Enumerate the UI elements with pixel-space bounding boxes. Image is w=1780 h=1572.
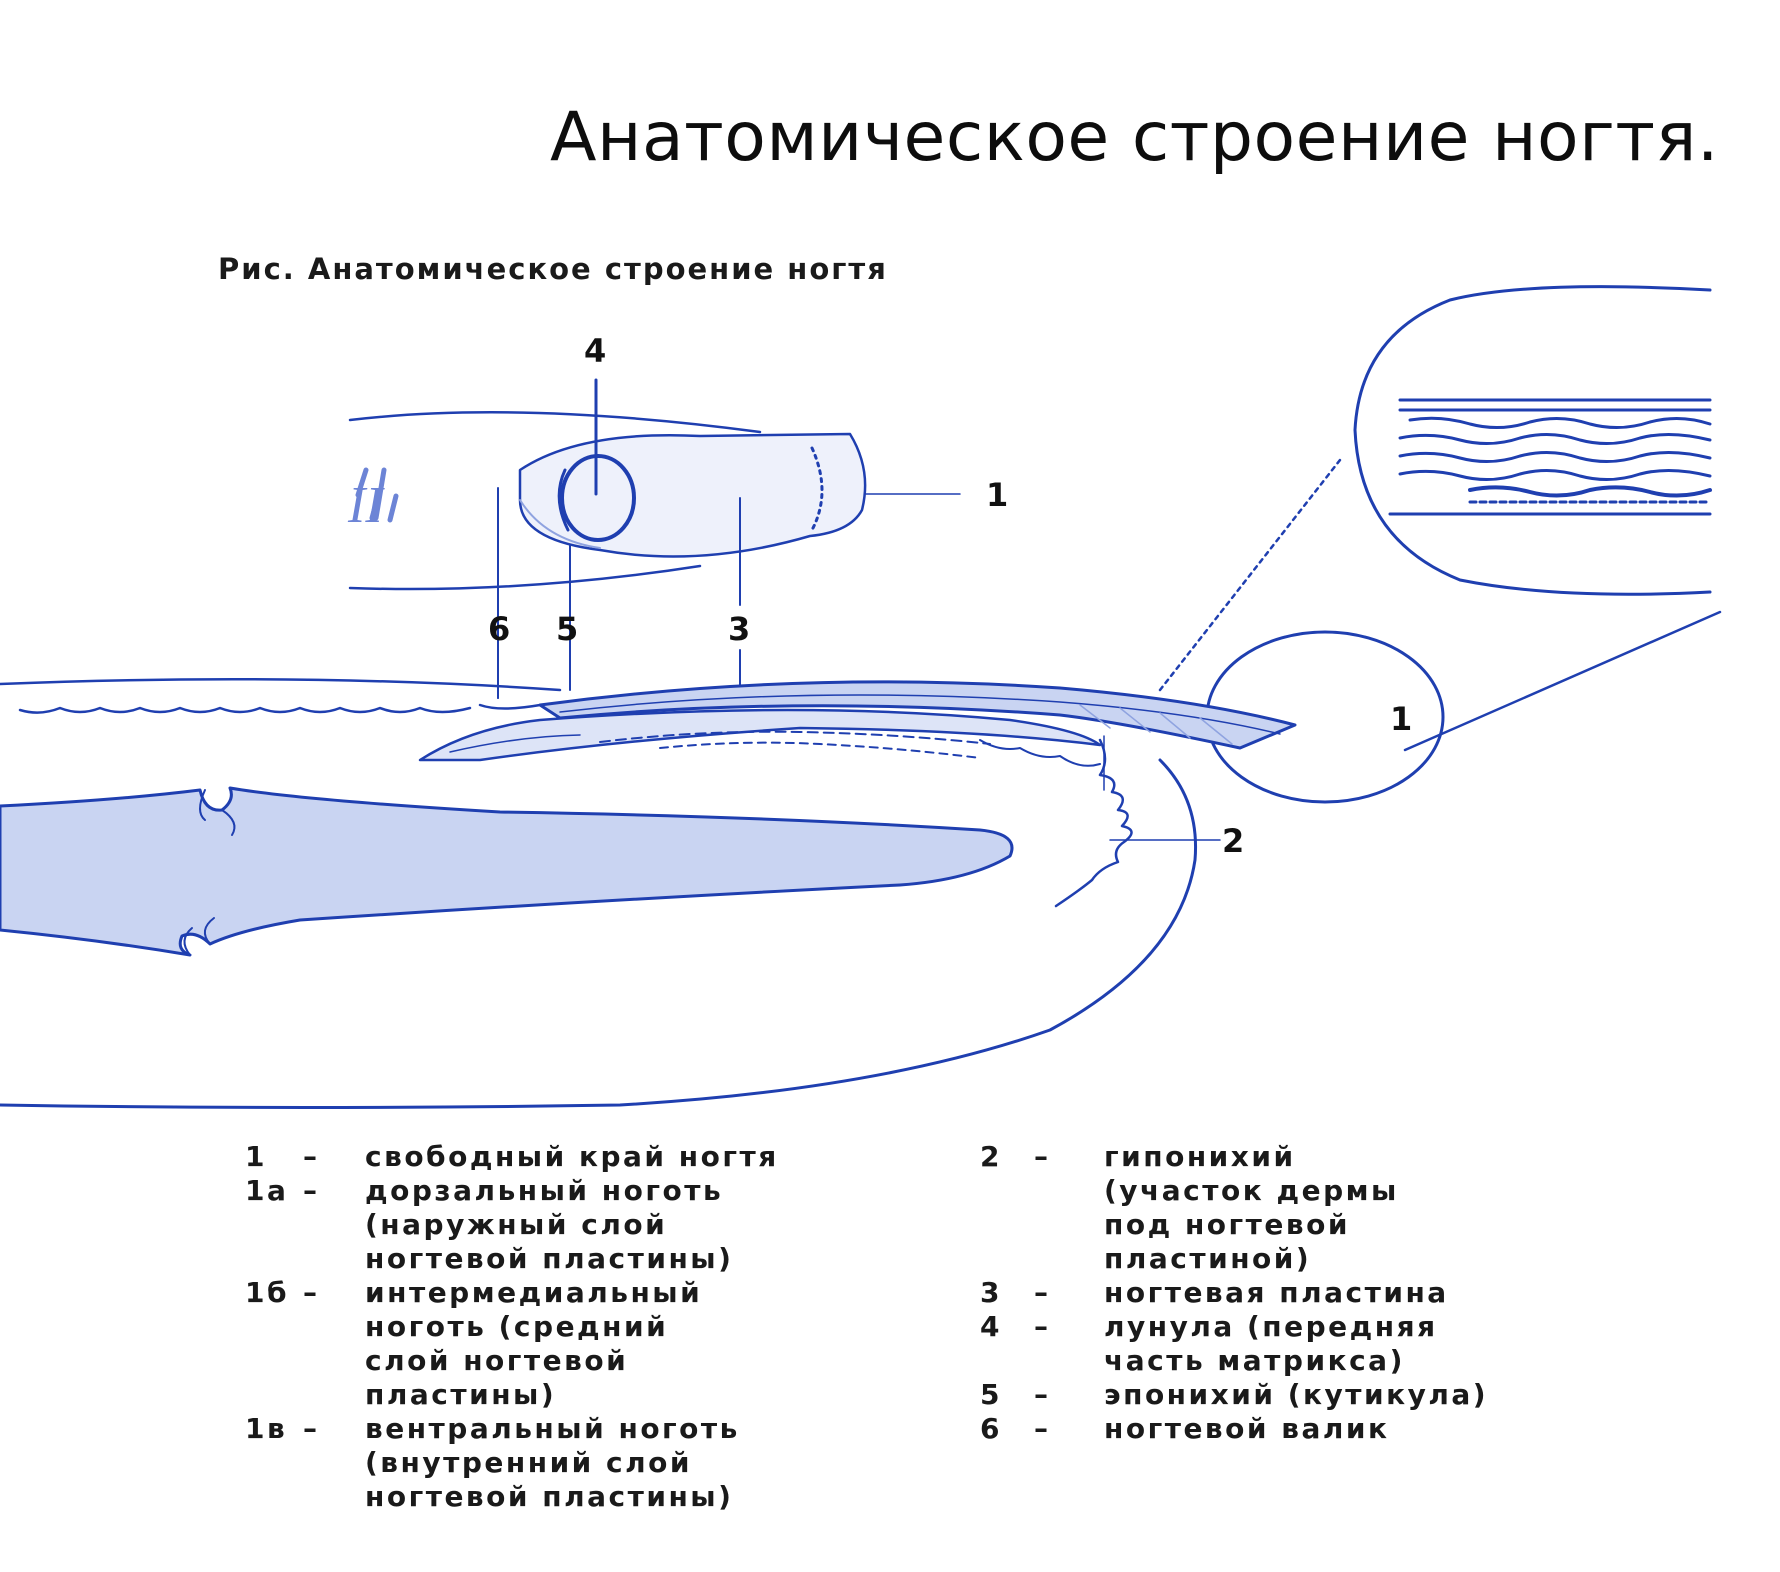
legend-dash: – (303, 1174, 320, 1207)
legend-text: ногтевой пластины) (365, 1480, 734, 1513)
legend-text: дорзальный ноготь (365, 1174, 724, 1207)
legend-dash: – (1034, 1140, 1051, 1173)
legend-dash: – (303, 1276, 320, 1309)
nail-matrix (418, 708, 1102, 762)
legend-text: пластины) (365, 1378, 557, 1411)
label-4: 4 (584, 332, 606, 370)
legend-text: (внутренний слой (365, 1446, 693, 1479)
legend-text: свободный край ногтя (365, 1140, 779, 1173)
legend-number: 3 (980, 1276, 1002, 1309)
legend-number: 1а (245, 1174, 289, 1207)
legend-text: под ногтевой (1104, 1208, 1350, 1241)
legend-text: ногтевая пластина (1104, 1276, 1449, 1309)
legend-entry: 6– ногтевой валик (980, 1412, 1700, 1446)
legend-number: 5 (980, 1378, 1002, 1411)
legend-entry: 1 – свободный край ногтя (245, 1140, 965, 1174)
label-1-circle: 1 (1390, 700, 1412, 738)
fingertip-top-view (348, 378, 961, 699)
distal-phalanx-bone (0, 786, 1014, 957)
legend-text: (участок дермы (1104, 1174, 1399, 1207)
legend-text: (наружный слой (365, 1208, 668, 1241)
legend-number: 4 (980, 1310, 1002, 1343)
legend-entry: 3– ногтевая пластина (980, 1276, 1700, 1310)
finger-cross-section (0, 677, 1297, 1109)
legend-text: ноготь (средний (365, 1310, 669, 1343)
lunula-top-view (560, 454, 636, 542)
legend-number: 1в (245, 1412, 288, 1445)
label-2: 2 (1222, 822, 1244, 860)
legend-text: эпонихий (кутикула) (1104, 1378, 1489, 1411)
label-6: 6 (488, 610, 510, 648)
label-1-top: 1 (986, 476, 1008, 514)
legend-dash: – (303, 1412, 320, 1445)
legend-dash: – (1034, 1310, 1051, 1343)
legend-text: лунула (передняя (1104, 1310, 1438, 1343)
legend-number: 2 (980, 1140, 1002, 1173)
legend-dash: – (1034, 1276, 1051, 1309)
label-5: 5 (556, 610, 578, 648)
magnified-cross-section-circle (1158, 285, 1722, 752)
legend-text: часть матрикса) (1104, 1344, 1405, 1377)
legend-text: ногтевой пластины) (365, 1242, 734, 1275)
legend-dash: – (303, 1140, 320, 1173)
legend-text: пластиной) (1104, 1242, 1312, 1275)
roman-numeral-label: II (347, 477, 385, 534)
page-title: Анатомическое строение ногтя. (550, 98, 1720, 177)
figure-caption: Рис. Анатомическое строение ногтя (218, 252, 888, 286)
legend-text: слой ногтевой (365, 1344, 629, 1377)
legend-text: интермедиальный (365, 1276, 703, 1309)
legend-text: вентральный ноготь (365, 1412, 740, 1445)
legend-number: 1 (245, 1140, 267, 1173)
legend-number: 1б (245, 1276, 290, 1309)
legend-text: ногтевой валик (1104, 1412, 1390, 1445)
legend-entry: 5– эпонихий (кутикула) (980, 1378, 1700, 1412)
legend-text: гипонихий (1104, 1140, 1296, 1173)
label-3: 3 (728, 610, 750, 648)
legend-dash: – (1034, 1412, 1051, 1445)
legend-dash: – (1034, 1378, 1051, 1411)
legend-number: 6 (980, 1412, 1002, 1445)
